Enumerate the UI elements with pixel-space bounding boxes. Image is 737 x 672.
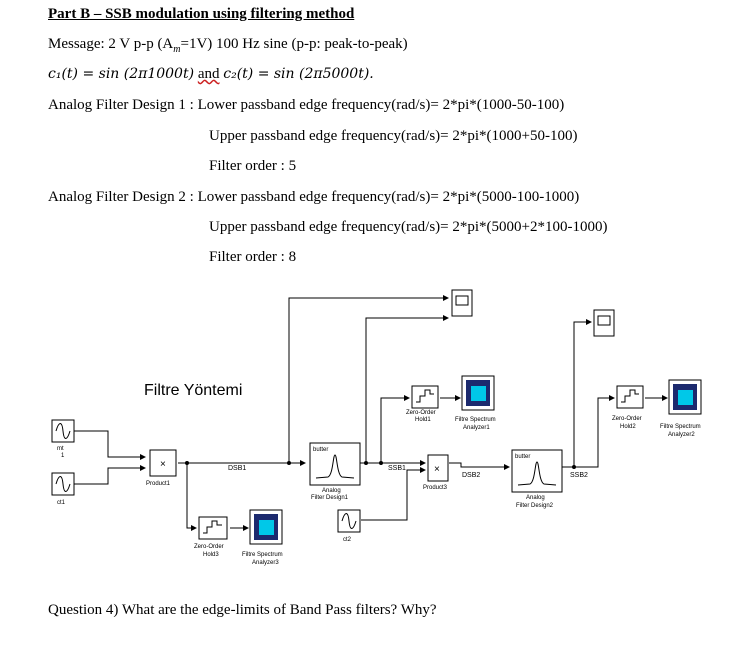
- filter1-name-1: Analog: [322, 488, 341, 494]
- multiply-icon: ×: [160, 459, 166, 470]
- analog-filter-design1-block[interactable]: butter Analog Filter Design1: [309, 442, 361, 501]
- signal-lines: [74, 295, 668, 531]
- design2-order: Filter order : 8: [209, 249, 297, 265]
- zero-order-hold3-block[interactable]: Zero-Order Hold3: [194, 516, 228, 558]
- ct1-label: ct1: [57, 500, 66, 506]
- design1-upper: Upper passband edge frequency(rad/s)= 2*…: [209, 128, 578, 144]
- mt-label: mt: [57, 446, 64, 452]
- filter2-type: butter: [515, 454, 530, 460]
- signal-label-ssb1: SSB1: [388, 465, 406, 472]
- filter1-name-2: Filter Design1: [311, 495, 349, 501]
- page-title: Part B – SSB modulation using filtering …: [48, 6, 355, 22]
- spectrum-analyzer2-block[interactable]: Filtre Spectrum Analyzer2: [660, 379, 702, 438]
- fsa1-label-2: Analyzer1: [463, 425, 490, 431]
- zoh3-label-2: Hold3: [203, 552, 219, 558]
- scope3-block[interactable]: [593, 309, 615, 337]
- sine-source-mt[interactable]: mt 1: [51, 419, 75, 459]
- carrier-c2: c₂(t) = sin (2π5000t).: [223, 66, 374, 82]
- sine-source-ct2[interactable]: ct2: [337, 509, 361, 543]
- design2-lower: Analog Filter Design 2 : Lower passband …: [48, 189, 580, 205]
- fsa1-label-1: Filtre Spectrum: [455, 417, 496, 423]
- fsa3-label-2: Analyzer3: [252, 560, 279, 566]
- spectrum-analyzer3-block[interactable]: Filtre Spectrum Analyzer3: [242, 509, 283, 566]
- zero-order-hold2-block[interactable]: Zero-Order Hold2: [612, 385, 644, 430]
- fsa2-label-2: Analyzer2: [668, 432, 695, 438]
- design2-upper: Upper passband edge frequency(rad/s)= 2*…: [209, 219, 608, 235]
- mt-value: 1: [61, 453, 65, 459]
- carrier-line: c₁(t) = sin (2π1000t) and c₂(t) = sin (2…: [48, 65, 374, 83]
- product3-block[interactable]: × Product3: [423, 454, 449, 491]
- ct2-label: ct2: [343, 537, 352, 543]
- diagram-area-title: Filtre Yöntemi: [144, 382, 242, 399]
- spectrum-analyzer1-block[interactable]: Filtre Spectrum Analyzer1: [455, 375, 496, 431]
- filter2-name-1: Analog: [526, 495, 545, 501]
- design1-lower: Analog Filter Design 1 : Lower passband …: [48, 97, 565, 113]
- zero-order-hold1-block[interactable]: Zero-Order Hold1: [406, 385, 439, 423]
- product1-label: Product1: [146, 481, 171, 487]
- message-subscript: m: [173, 44, 181, 55]
- carrier-and: and: [197, 66, 220, 82]
- fsa2-label-1: Filtre Spectrum: [660, 424, 701, 430]
- zoh1-label-2: Hold1: [415, 417, 431, 423]
- filter2-name-2: Filter Design2: [516, 503, 554, 509]
- signal-label-ssb2: SSB2: [570, 472, 588, 479]
- sine-source-ct1[interactable]: ct1: [51, 472, 75, 506]
- message-line: Message: 2 V p-p (Am=1V) 100 Hz sine (p-…: [48, 35, 408, 59]
- product3-label: Product3: [423, 485, 448, 491]
- signal-label-dsb2: DSB2: [462, 472, 480, 479]
- multiply-icon: ×: [434, 464, 440, 475]
- analog-filter-design2-block[interactable]: butter Analog Filter Design2: [511, 449, 563, 509]
- scope1-block[interactable]: [451, 289, 473, 317]
- zoh2-label-2: Hold2: [620, 424, 636, 430]
- question-text: Question 4) What are the edge-limits of …: [48, 602, 437, 618]
- zoh1-label-1: Zero-Order: [406, 410, 436, 416]
- design1-order: Filter order : 5: [209, 158, 297, 174]
- zoh2-label-1: Zero-Order: [612, 416, 642, 422]
- message-text-a: Message: 2 V p-p (A: [48, 36, 174, 52]
- zoh3-label-1: Zero-Order: [194, 544, 224, 550]
- product1-block[interactable]: × Product1: [146, 449, 177, 487]
- filter1-type: butter: [313, 447, 328, 453]
- signal-label-dsb1: DSB1: [228, 465, 246, 472]
- fsa3-label-1: Filtre Spectrum: [242, 552, 283, 558]
- carrier-c1: c₁(t) = sin (2π1000t): [48, 66, 195, 82]
- message-text-b: =1V) 100 Hz sine (p-p: peak-to-peak): [180, 36, 408, 52]
